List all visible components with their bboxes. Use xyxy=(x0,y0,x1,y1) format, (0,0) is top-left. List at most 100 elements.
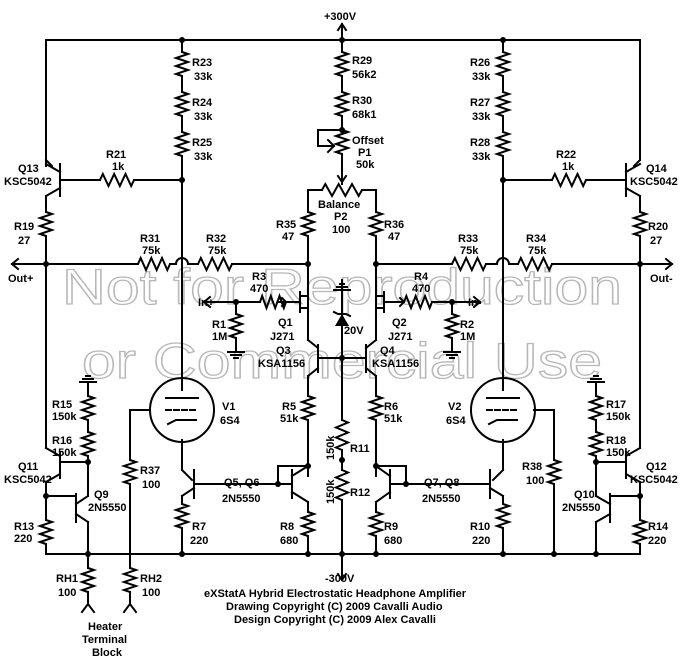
r16-val: 150k xyxy=(52,447,77,459)
q7q8-ref: Q7, Q8 xyxy=(424,477,459,489)
tube-v1 xyxy=(149,377,215,443)
q10-ref: Q10 xyxy=(574,489,595,501)
r17-body xyxy=(586,395,606,421)
r10-body xyxy=(493,503,513,529)
r22-body xyxy=(551,171,587,189)
r16-body xyxy=(78,431,98,457)
p1-ref: P1 xyxy=(358,147,371,159)
q12-ref: Q12 xyxy=(646,461,667,473)
q5q6-part: 2N5550 xyxy=(222,493,261,505)
r4-ref: R4 xyxy=(414,271,429,283)
r7-val: 220 xyxy=(190,535,208,547)
r1-val: 1M xyxy=(212,331,227,343)
r38-val: 100 xyxy=(526,475,544,487)
r27-val: 33k xyxy=(472,111,491,123)
r37-val: 100 xyxy=(142,479,160,491)
ground-symbols xyxy=(79,283,605,383)
rail-positive-label: +300V xyxy=(324,11,357,23)
r7-ref: R7 xyxy=(192,521,206,533)
q11-part: KSC5042 xyxy=(4,474,52,486)
r35-body xyxy=(298,211,318,237)
r36-body xyxy=(366,211,386,237)
r28-ref: R28 xyxy=(470,137,490,149)
r23-body xyxy=(172,51,192,77)
r32-val: 75k xyxy=(208,245,227,257)
r8-body xyxy=(298,511,318,537)
p1-body xyxy=(332,129,352,155)
p2-name: Balance xyxy=(318,199,360,211)
r15-val: 150k xyxy=(52,411,77,423)
r29-body xyxy=(332,51,352,77)
r23-ref: R23 xyxy=(192,57,212,69)
r3-ref: R3 xyxy=(252,271,266,283)
q4-ref: Q4 xyxy=(380,345,396,357)
r26-val: 33k xyxy=(472,71,491,83)
r22-val: 1k xyxy=(562,161,575,173)
v2-part: 6S4 xyxy=(446,415,466,427)
v1-ref: V1 xyxy=(222,401,235,413)
title-line-1: eXStatA Hybrid Electrostatic Headphone A… xyxy=(204,588,467,600)
r33-val: 75k xyxy=(460,245,479,257)
r35-ref: R35 xyxy=(276,219,296,231)
r5-body xyxy=(298,395,318,421)
q3-ref: Q3 xyxy=(276,345,291,357)
q5q6-ref: Q5, Q6 xyxy=(224,477,259,489)
rh2-val: 100 xyxy=(142,587,160,599)
rh1-ref: RH1 xyxy=(56,573,78,585)
r29-val: 56k2 xyxy=(352,69,376,81)
r2-ref: R2 xyxy=(460,319,474,331)
r32-ref: R32 xyxy=(206,233,226,245)
transistor-bodies xyxy=(44,159,642,198)
r5-val: 51k xyxy=(280,413,299,425)
q3-part: KSA1156 xyxy=(258,358,305,370)
p1-name: Offset xyxy=(352,135,384,147)
resistor-labels: R23 33k R24 33k R25 33k R29 56k2 R30 68k… xyxy=(14,55,669,599)
rh2-body xyxy=(120,567,140,593)
r15-ref: R15 xyxy=(52,399,72,411)
rh1-val: 100 xyxy=(58,587,76,599)
r30-body xyxy=(332,91,352,117)
r11-ref: R11 xyxy=(350,443,370,455)
r2-val: 1M xyxy=(460,331,475,343)
r37-body xyxy=(120,459,140,485)
output-right-label: Out- xyxy=(650,273,673,285)
r27-ref: R27 xyxy=(470,97,490,109)
r2-body xyxy=(442,313,462,339)
resistor-bodies xyxy=(36,51,650,593)
p2-val: 100 xyxy=(332,224,350,236)
r34-ref: R34 xyxy=(526,233,547,245)
junction-dots xyxy=(43,37,643,557)
r4-val: 470 xyxy=(412,283,430,295)
r12-ref: R12 xyxy=(350,487,370,499)
labels: +300V -300V Out+ Out- In+ In- 20V R23 33… xyxy=(4,11,678,659)
r29-ref: R29 xyxy=(352,55,372,67)
r28-body xyxy=(493,131,513,157)
r31-ref: R31 xyxy=(140,233,160,245)
zener-diode xyxy=(335,314,349,326)
r6-body xyxy=(366,395,386,421)
title-line-3: Design Copyright (C) 2009 Alex Cavalli xyxy=(234,614,436,626)
q1-part: J271 xyxy=(270,331,294,343)
zener-label: 20V xyxy=(344,325,364,337)
q2-ref: Q2 xyxy=(392,317,407,329)
r25-ref: R25 xyxy=(192,137,212,149)
r13-body xyxy=(36,519,56,545)
r20-val: 27 xyxy=(650,235,662,247)
p2-ref: P2 xyxy=(334,211,347,223)
r12-val: 150k xyxy=(325,479,337,504)
r32-body xyxy=(197,255,233,273)
r6-val: 51k xyxy=(384,413,403,425)
transistor-labels: Q13 KSC5042 Q14 KSC5042 Q1 J271 Q2 J271 … xyxy=(4,163,678,514)
r19-val: 27 xyxy=(18,235,30,247)
r20-body xyxy=(630,211,650,237)
r10-ref: R10 xyxy=(470,521,490,533)
q14-part: KSC5042 xyxy=(630,176,678,188)
r6-ref: R6 xyxy=(384,401,398,413)
r14-body xyxy=(630,519,650,545)
r4-arrow xyxy=(395,296,406,308)
r26-ref: R26 xyxy=(470,57,490,69)
input-right-label: In- xyxy=(468,297,482,309)
p2-body xyxy=(321,181,363,199)
rh2-ref: RH2 xyxy=(140,573,162,585)
